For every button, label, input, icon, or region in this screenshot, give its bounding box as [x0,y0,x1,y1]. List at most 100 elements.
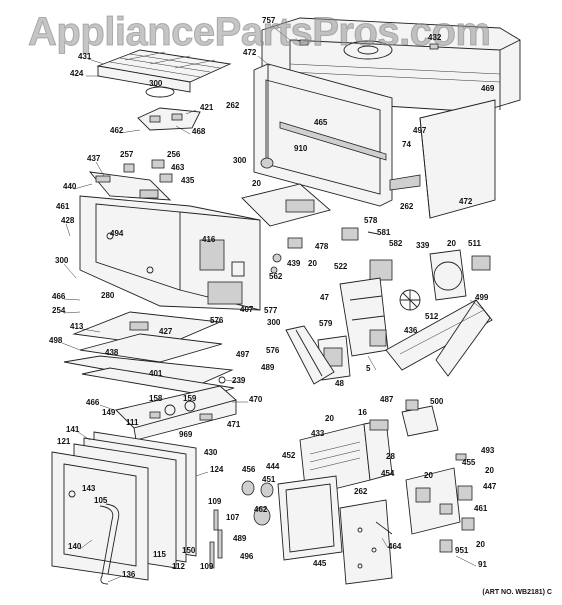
part-label-20d: 20 [325,414,334,423]
part-label-91: 91 [478,560,487,569]
hinges [209,480,274,569]
part-label-257: 257 [120,150,134,159]
part-label-493: 493 [481,446,495,455]
part-label-447: 447 [483,482,497,491]
part-label-16: 16 [358,408,367,417]
part-label-20e: 20 [485,466,494,475]
part-label-471: 471 [227,420,241,429]
part-label-28: 28 [386,452,395,461]
part-label-140: 140 [68,542,82,551]
part-label-951: 951 [455,546,469,555]
door-assembly [51,431,197,585]
part-label-494: 494 [110,229,124,238]
capacitor-cover [285,325,335,385]
part-label-461b: 461 [474,504,488,513]
side-panel [389,99,496,219]
part-label-107: 107 [226,513,240,522]
part-label-582: 582 [389,239,403,248]
part-label-300d: 300 [267,318,281,327]
part-label-20c: 20 [447,239,456,248]
part-label-498: 498 [49,336,63,345]
part-label-478: 478 [315,242,329,251]
part-label-499: 499 [475,293,489,302]
part-label-489b: 489 [233,534,247,543]
part-label-454: 454 [381,469,395,478]
part-label-910: 910 [294,144,308,153]
part-label-105: 105 [94,496,108,505]
part-label-430: 430 [204,448,218,457]
part-label-969: 969 [179,430,193,439]
part-label-300a: 300 [149,79,163,88]
part-label-48: 48 [335,379,344,388]
base-plate-right [385,299,493,377]
part-label-254: 254 [52,306,66,315]
part-label-439: 439 [287,259,301,268]
part-label-472b: 472 [459,197,473,206]
part-label-452: 452 [282,451,296,460]
part-label-576a: 576 [210,316,224,325]
small-parts-center [260,157,393,281]
part-label-440: 440 [63,182,77,191]
part-label-455: 455 [462,458,476,467]
part-label-470: 470 [249,395,263,404]
part-label-300b: 300 [233,156,247,165]
part-label-401: 401 [149,369,163,378]
main-chassis [79,195,261,311]
part-label-407: 407 [240,305,254,314]
part-label-444: 444 [266,462,280,471]
inner-shield [241,183,331,227]
part-label-20b: 20 [308,259,317,268]
part-label-421: 421 [200,103,214,112]
part-label-109b: 109 [200,562,214,571]
part-label-463: 463 [171,163,185,172]
part-label-451: 451 [262,475,276,484]
part-label-562: 562 [269,272,283,281]
part-label-159: 159 [183,394,197,403]
light-strip [279,121,387,161]
part-label-5: 5 [366,364,371,373]
part-label-256: 256 [167,150,181,159]
part-label-20a: 20 [252,179,261,188]
part-label-579: 579 [319,319,333,328]
part-label-445: 445 [313,559,327,568]
part-label-47: 47 [320,293,329,302]
part-label-472a: 472 [243,48,257,57]
part-label-20g: 20 [476,540,485,549]
part-label-581: 581 [377,228,391,237]
part-label-757: 757 [262,16,276,25]
part-label-262b: 262 [400,202,414,211]
part-label-465: 465 [314,118,328,127]
part-label-497b: 497 [236,350,250,359]
part-label-431: 431 [78,52,92,61]
part-label-111: 111 [126,418,139,427]
vent-bracket [137,107,201,131]
part-label-239: 239 [232,376,246,385]
part-label-416: 416 [202,235,216,244]
part-label-500: 500 [430,397,444,406]
relay-board [401,399,439,437]
part-label-109a: 109 [208,497,222,506]
part-label-466a: 466 [52,292,66,301]
part-label-468: 468 [192,127,206,136]
part-label-436: 436 [404,326,418,335]
part-label-577: 577 [264,306,278,315]
part-label-424: 424 [70,69,84,78]
part-label-456: 456 [242,465,256,474]
part-label-432: 432 [428,33,442,42]
part-label-487: 487 [380,395,394,404]
part-label-143: 143 [82,484,96,493]
top-bracket [88,159,173,201]
control-board [299,419,393,497]
part-label-435: 435 [181,176,195,185]
part-label-522: 522 [334,262,348,271]
part-label-461a: 461 [56,202,70,211]
oven-rack [96,49,232,98]
part-label-512: 512 [425,312,439,321]
part-label-112: 112 [172,562,185,571]
part-label-300c: 300 [55,256,69,265]
part-label-121: 121 [57,437,71,446]
part-label-466b: 466 [86,398,100,407]
art-number: (ART NO. WB2181) C [482,589,552,596]
